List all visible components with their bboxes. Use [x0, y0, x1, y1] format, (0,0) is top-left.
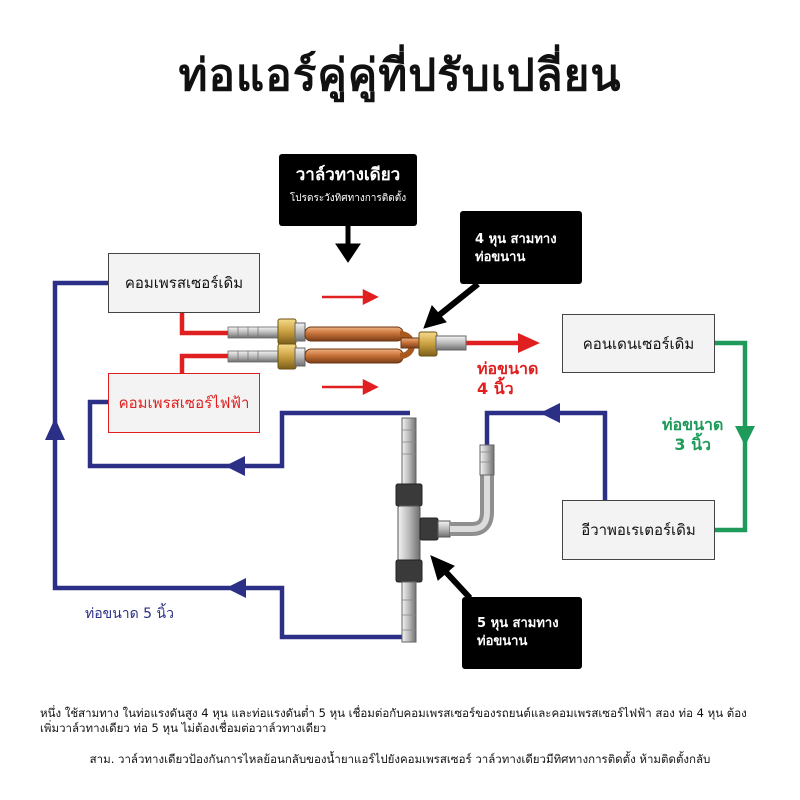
note-one-two: หนึ่ง ใช้สามทาง ในท่อแรงดันสูง 4 หุน และ…	[40, 706, 747, 735]
green-pipe-size-line1: ท่อขนาด	[662, 415, 724, 434]
condenser-box: คอนเดนเซอร์เดิม	[562, 314, 715, 373]
red-pipe-size-label: ท่อขนาด 4 นิ้ว	[477, 359, 538, 399]
flow-arrow-up	[45, 418, 65, 440]
tee-5-hun-line1: 5 หุน สามทาง	[477, 616, 559, 631]
flow-arrows-red	[322, 288, 379, 396]
diagram-title: ท่อแอร์คู่คู่ที่ปรับเปลี่ยน	[178, 50, 622, 101]
green-pipe-size-line2: 3 นิ้ว	[674, 435, 712, 454]
tee-5-hun-callout: 5 หุน สามทาง ท่อขนาน	[462, 597, 582, 669]
tee-4-hun-line1: 4 หุน สามทาง	[475, 232, 557, 247]
red-pipe-size-line2: 4 นิ้ว	[477, 379, 514, 398]
flow-arrow-right-main	[518, 333, 540, 353]
blue-pipe-size-label: ท่อขนาด 5 นิ้ว	[85, 606, 174, 622]
flow-arrow-left-lower	[226, 578, 246, 598]
green-pipe-size-label: ท่อขนาด 3 นิ้ว	[662, 415, 723, 455]
flow-arrow-left-evap	[540, 403, 560, 423]
one-way-valve-callout: วาล์วทางเดียว โปรดระวังทิศทางการติดตั้ง	[279, 154, 417, 226]
note-three: สาม. วาล์วทางเดียวป้องกันการไหลย้อนกลับข…	[89, 752, 711, 766]
callout-pointers	[335, 226, 480, 601]
high-pressure-pipe	[179, 312, 520, 376]
valve-subtitle: โปรดระวังทิศทางการติดตั้ง	[289, 193, 407, 204]
evaporator-box: อีวาพอเรเตอร์เดิม	[562, 500, 715, 560]
red-pipe-size-line1: ท่อขนาด	[477, 359, 539, 378]
flow-arrow-down-green	[735, 426, 755, 446]
flow-arrow-left-upper	[225, 456, 245, 476]
tee-4-hun-callout: 4 หุน สามทาง ท่อขนาน	[460, 211, 582, 284]
tee-4-hun-line2: ท่อขนาน	[475, 250, 526, 265]
original-compressor-box: คอมเพรสเซอร์เดิม	[108, 253, 260, 313]
tee-5-hun-line2: ท่อขนาน	[477, 634, 528, 649]
electric-compressor-box: คอมเพรสเซอร์ไฟฟ้า	[108, 373, 260, 433]
valve-title: วาล์วทางเดียว	[295, 165, 401, 185]
